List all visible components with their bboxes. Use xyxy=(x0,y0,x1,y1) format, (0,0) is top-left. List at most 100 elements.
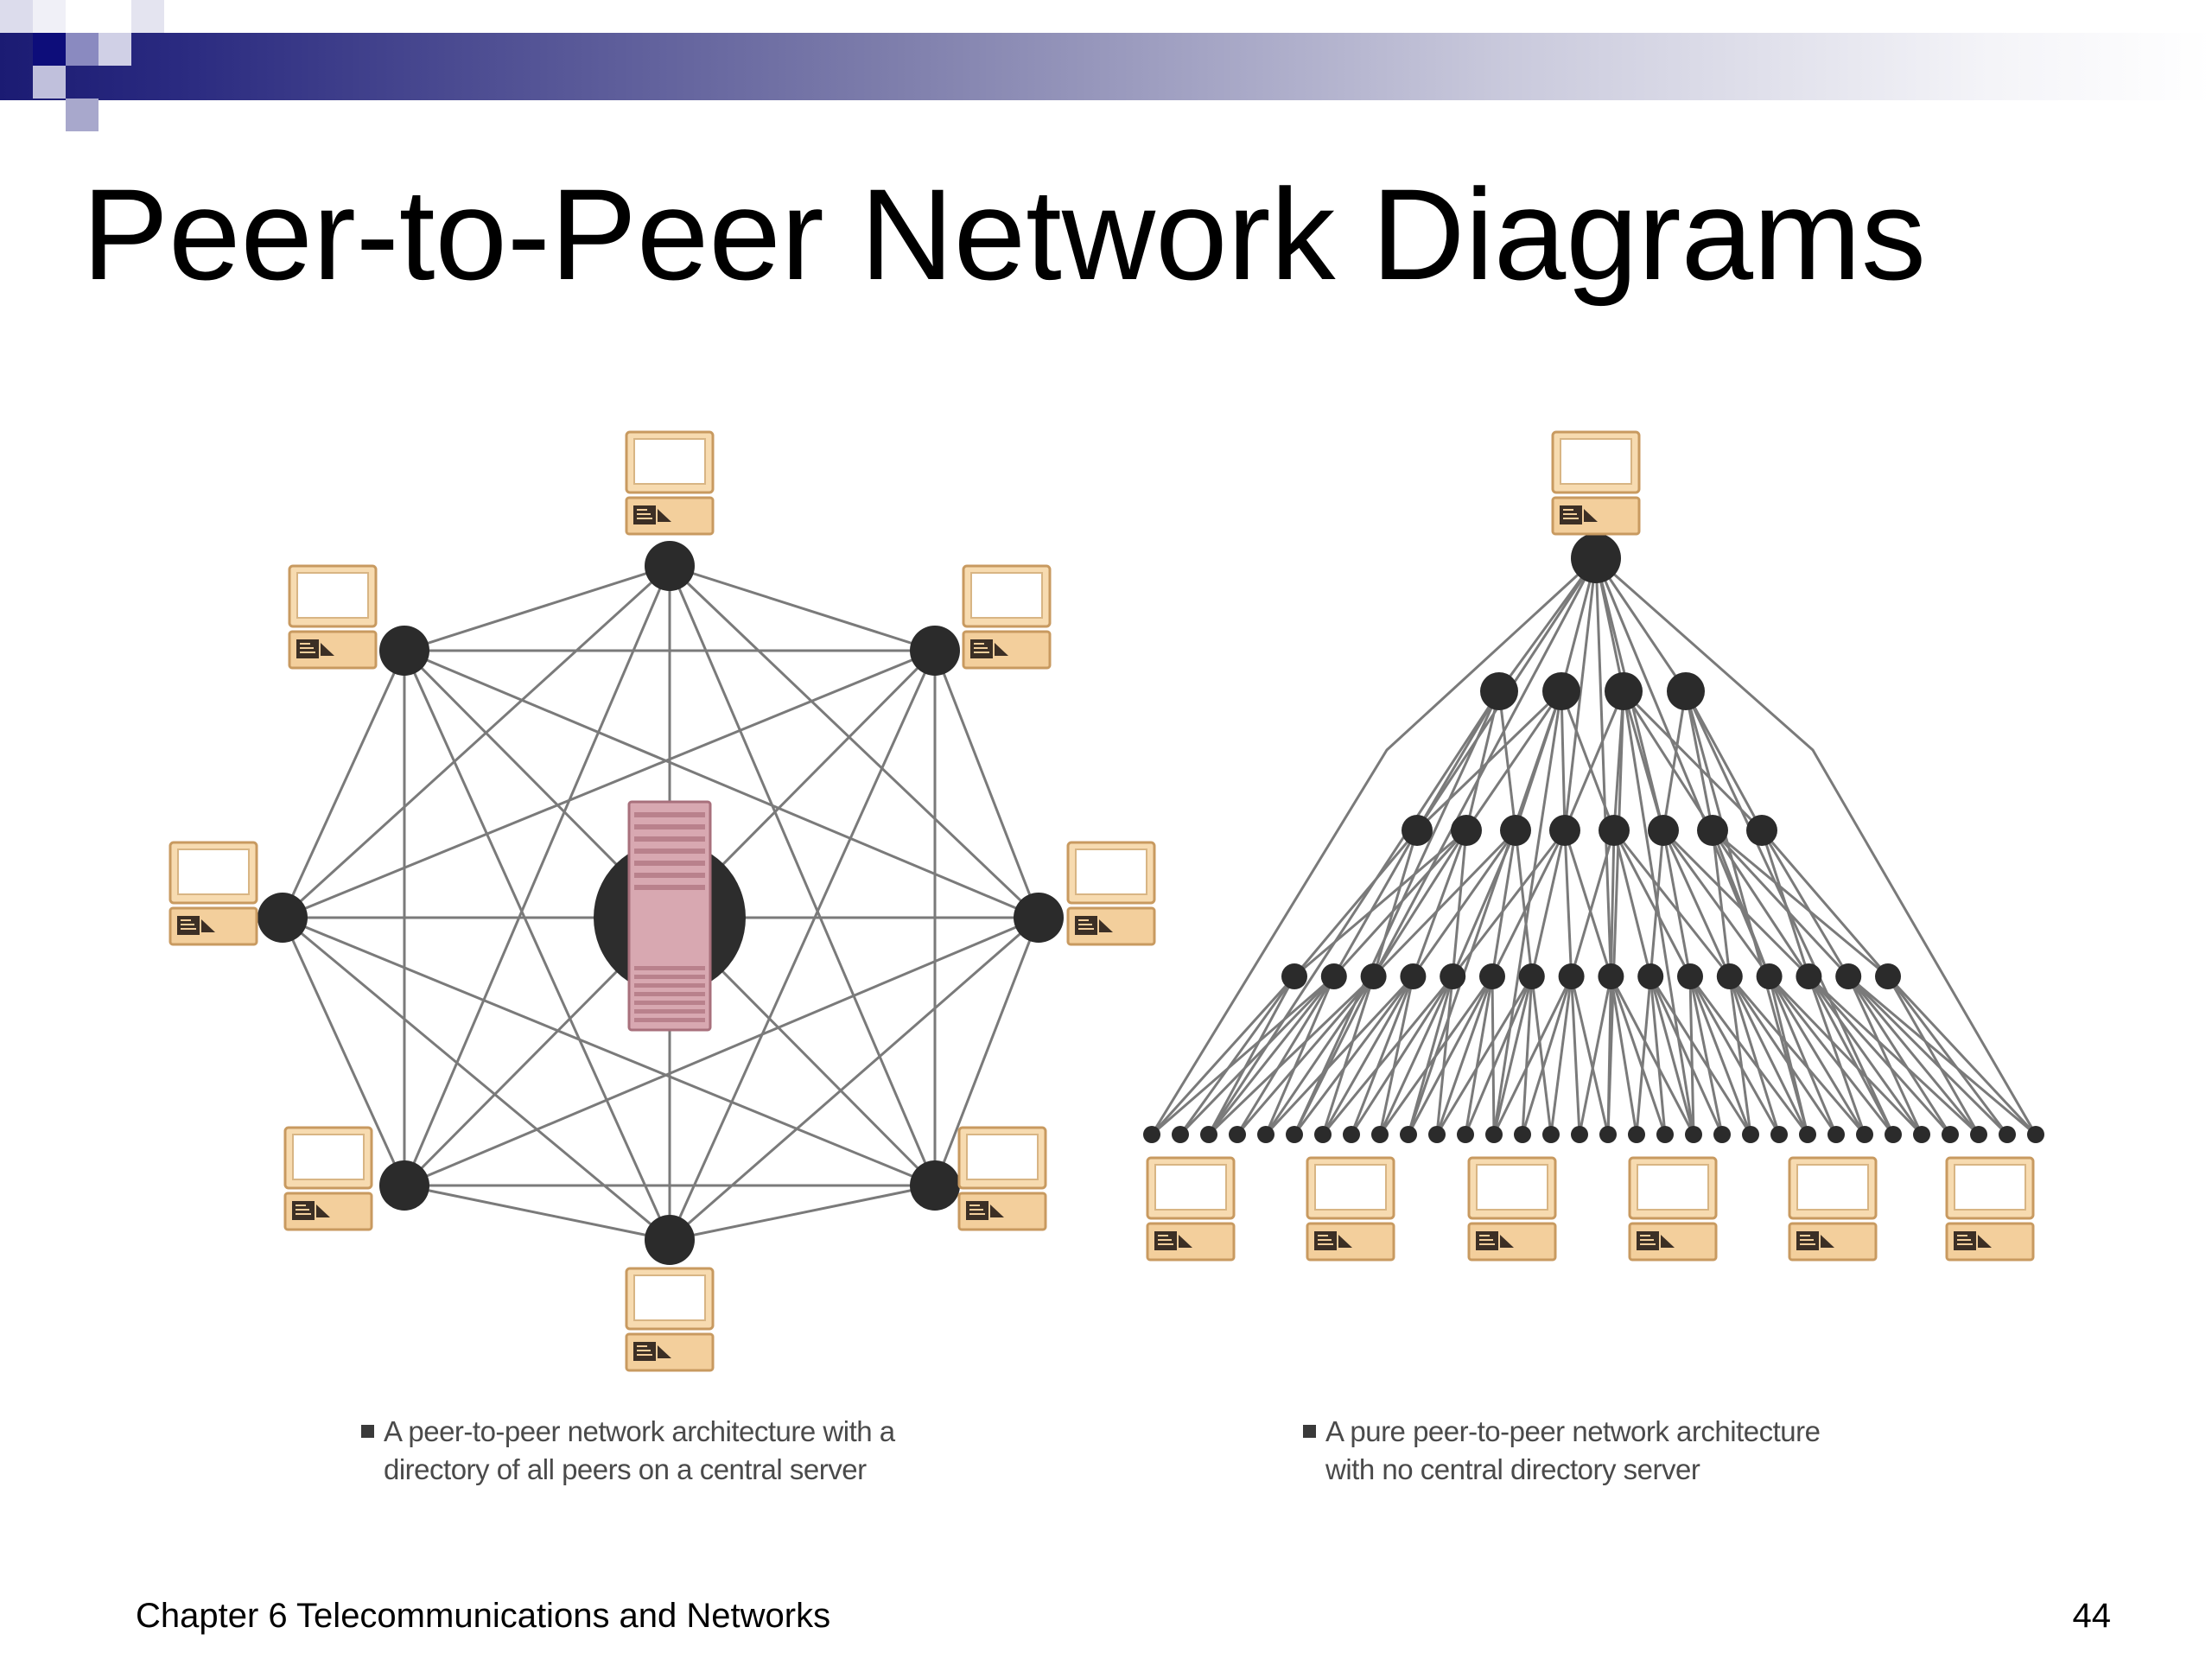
tree-link xyxy=(1594,557,1612,977)
tree-link xyxy=(1435,976,1534,1135)
peer-node xyxy=(1885,1126,1902,1143)
peer-node xyxy=(1281,963,1307,989)
tree-link xyxy=(1407,976,1454,1135)
mesh-link xyxy=(669,1184,936,1242)
mesh-link xyxy=(282,649,936,919)
peer-node xyxy=(1314,1126,1332,1143)
peer-node xyxy=(1770,1126,1788,1143)
peer-node xyxy=(1667,672,1705,710)
tree-link xyxy=(1264,975,1414,1136)
tree-link xyxy=(1236,976,1375,1135)
peer-node xyxy=(1558,963,1585,989)
peer-node xyxy=(1656,1126,1674,1143)
peer-node xyxy=(1648,815,1679,846)
tree-link xyxy=(1492,976,1573,1135)
tree-link xyxy=(1549,976,1573,1135)
tree-link xyxy=(1847,975,2009,1136)
tree-link xyxy=(1491,976,1496,1135)
peer-node xyxy=(1549,815,1580,846)
tree-link xyxy=(1612,830,1652,977)
tree-link xyxy=(1372,829,1517,978)
tree-link xyxy=(1372,830,1468,977)
peer-node xyxy=(1485,1126,1503,1143)
peer-node xyxy=(1677,963,1703,989)
server-stripe xyxy=(634,1018,705,1022)
peer-node xyxy=(1571,1126,1588,1143)
mesh-link xyxy=(403,565,671,1186)
peer-node xyxy=(1637,963,1664,989)
tree-link xyxy=(1662,829,1810,978)
left-mesh-links xyxy=(281,564,1040,1242)
tree-link xyxy=(1207,976,1335,1135)
mesh-link xyxy=(404,916,1039,1187)
tree-link xyxy=(1635,976,1652,1135)
tree-link xyxy=(1847,976,1923,1135)
tree-link xyxy=(1760,830,1890,977)
tree-link xyxy=(1594,557,1688,692)
tree-link xyxy=(1662,830,1692,977)
tree-link xyxy=(1150,975,1296,1136)
tree-link xyxy=(1886,975,2037,1136)
tree-link xyxy=(1595,556,2037,1135)
right-caption-line2: with no central directory server xyxy=(1325,1453,1700,1485)
tree-link xyxy=(1688,976,1724,1135)
right-peer-nodes xyxy=(1143,533,2044,1143)
tree-link xyxy=(1415,690,1563,832)
tree-link xyxy=(1684,690,1764,831)
desktop-computer-icon xyxy=(1628,1156,1718,1262)
peer-node xyxy=(1500,815,1531,846)
corner-square xyxy=(33,66,66,99)
tree-link xyxy=(1807,976,1866,1135)
tree-link xyxy=(1207,975,1375,1136)
desktop-computer-icon xyxy=(1467,1156,1557,1262)
peer-node xyxy=(1480,672,1518,710)
peer-node xyxy=(1286,1126,1303,1143)
tree-link xyxy=(1684,690,1895,1135)
server-stripe xyxy=(634,975,705,979)
tree-link xyxy=(1492,690,1563,1135)
tree-link xyxy=(1688,976,1809,1135)
right-caption: A pure peer-to-peer network architecture… xyxy=(1303,1413,1821,1489)
tree-link xyxy=(1609,976,1638,1135)
tree-link xyxy=(1464,976,1534,1135)
tree-link xyxy=(1560,690,1567,831)
peer-node xyxy=(1014,893,1064,943)
tree-link xyxy=(1321,976,1454,1135)
tree-link xyxy=(1711,830,1810,977)
tree-link xyxy=(1530,830,1567,977)
peer-node xyxy=(1143,1126,1160,1143)
server-stripe xyxy=(634,966,705,970)
peer-node xyxy=(1400,1126,1417,1143)
server-stripe xyxy=(634,836,705,842)
mesh-link xyxy=(669,564,936,652)
server-stripe xyxy=(634,812,705,817)
tree-link xyxy=(1435,976,1454,1135)
peer-node xyxy=(1913,1126,1930,1143)
peer-node xyxy=(1440,963,1466,989)
server-stripe xyxy=(634,992,705,996)
peer-node xyxy=(1200,1126,1217,1143)
tree-link xyxy=(1179,976,1296,1135)
peer-node xyxy=(1599,1126,1617,1143)
tree-link xyxy=(1712,829,1889,978)
peer-node xyxy=(1360,963,1387,989)
peer-node xyxy=(645,541,695,591)
peer-node xyxy=(1628,1126,1645,1143)
peer-node xyxy=(1942,1126,1959,1143)
peer-node xyxy=(1172,1126,1189,1143)
peer-node xyxy=(1428,1126,1446,1143)
tree-link xyxy=(1578,976,1612,1135)
tree-link xyxy=(1768,976,1895,1135)
tree-link xyxy=(1768,975,1923,1136)
mesh-link xyxy=(933,917,1040,1186)
bullet-icon xyxy=(1303,1425,1316,1438)
server-stripe xyxy=(634,983,705,988)
tree-link xyxy=(1570,830,1616,977)
peer-node xyxy=(1402,815,1433,846)
server-stripe xyxy=(634,824,705,830)
left-caption: A peer-to-peer network architecture with… xyxy=(361,1413,895,1489)
peer-node xyxy=(1599,815,1630,846)
desktop-computer-icon xyxy=(1945,1156,2035,1262)
peer-node xyxy=(1514,1126,1531,1143)
tree-link xyxy=(1570,976,1610,1135)
